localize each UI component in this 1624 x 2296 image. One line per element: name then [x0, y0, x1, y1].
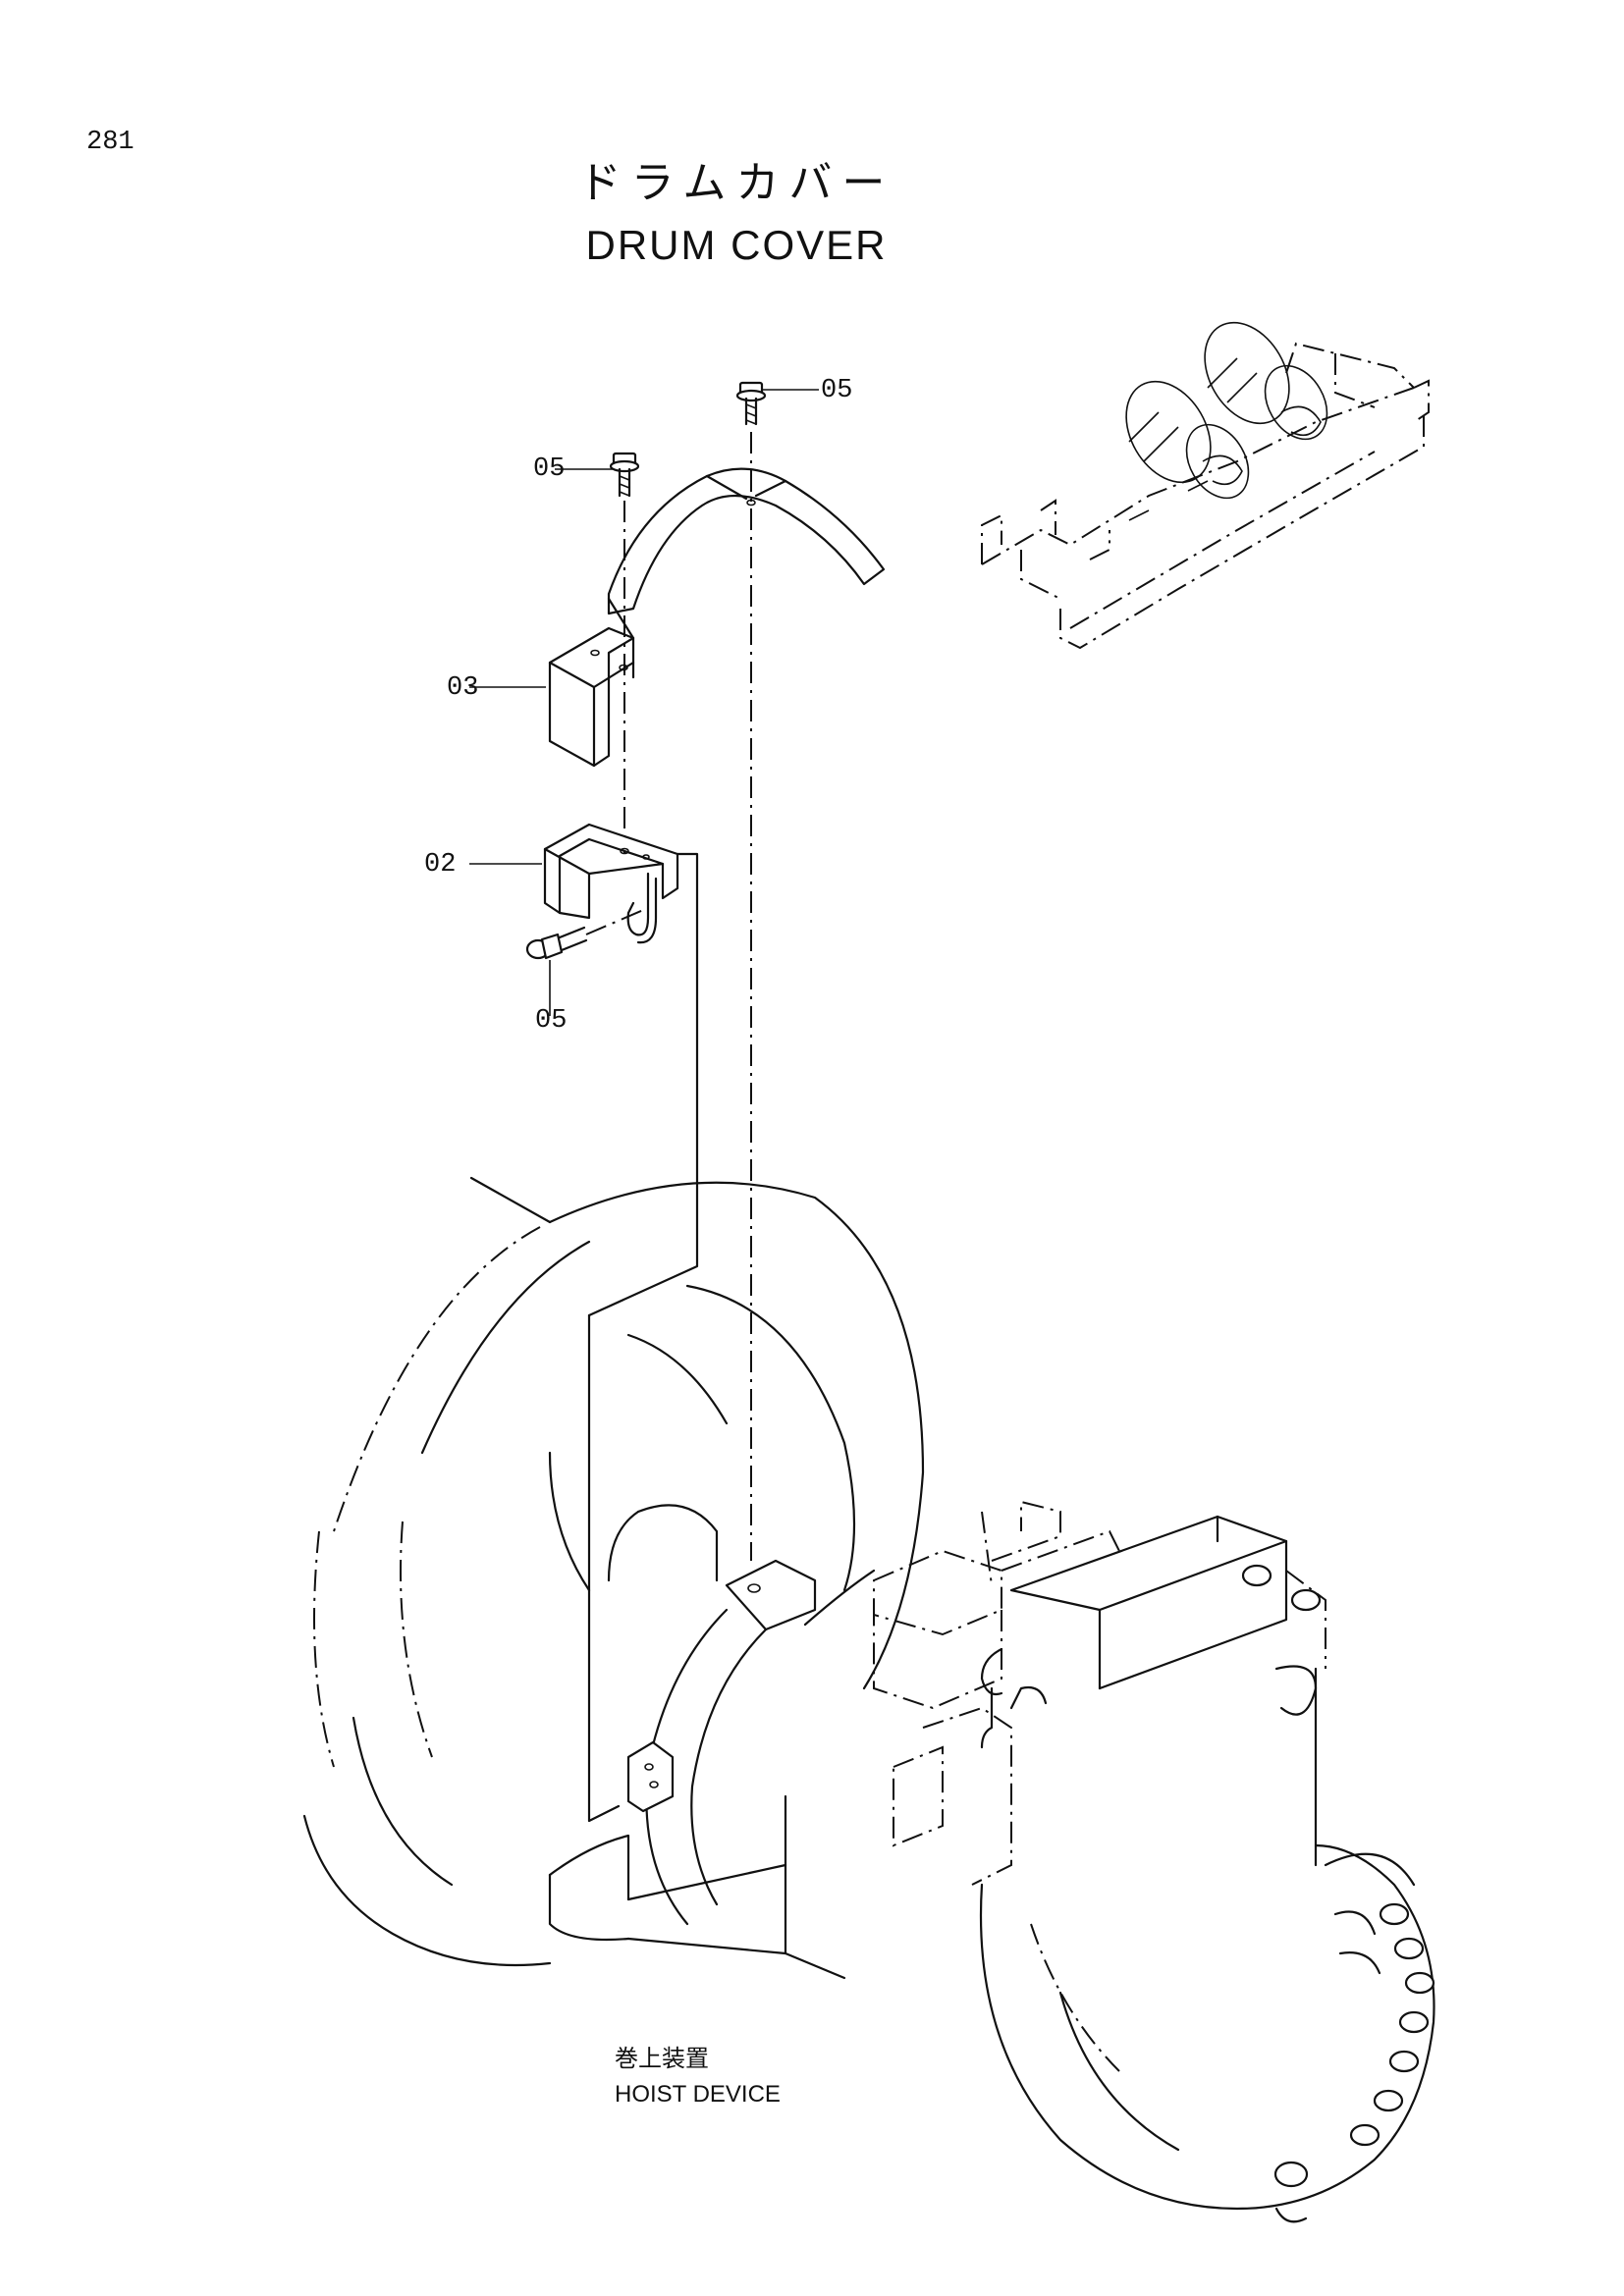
page-number: 281 — [86, 128, 135, 157]
bolt-05-side — [525, 907, 649, 1016]
callout-02: 02 — [424, 850, 457, 880]
bracket-02 — [469, 823, 679, 944]
hoist-device — [302, 852, 1435, 2223]
page-title-english: DRUM COVER — [585, 222, 888, 268]
callout-05-top: 05 — [821, 376, 853, 405]
drum-cover-03 — [469, 467, 886, 768]
callout-03: 03 — [447, 673, 479, 703]
assembly-name-english: HOIST DEVICE — [615, 2081, 781, 2108]
title-block: ドラムカバー DRUM COVER — [550, 147, 923, 269]
bolt-05-left — [555, 452, 640, 498]
bolt-05-top — [735, 381, 819, 426]
callout-05-side: 05 — [535, 1006, 568, 1036]
callout-05-left: 05 — [533, 454, 566, 484]
assembly-name-japanese: 巻上装置 — [615, 2046, 709, 2072]
assembly-caption: 巻上装置 HOIST DEVICE — [615, 2042, 781, 2112]
page-title-japanese: ドラムカバー — [577, 158, 895, 208]
winch-frame-overview — [981, 321, 1430, 650]
